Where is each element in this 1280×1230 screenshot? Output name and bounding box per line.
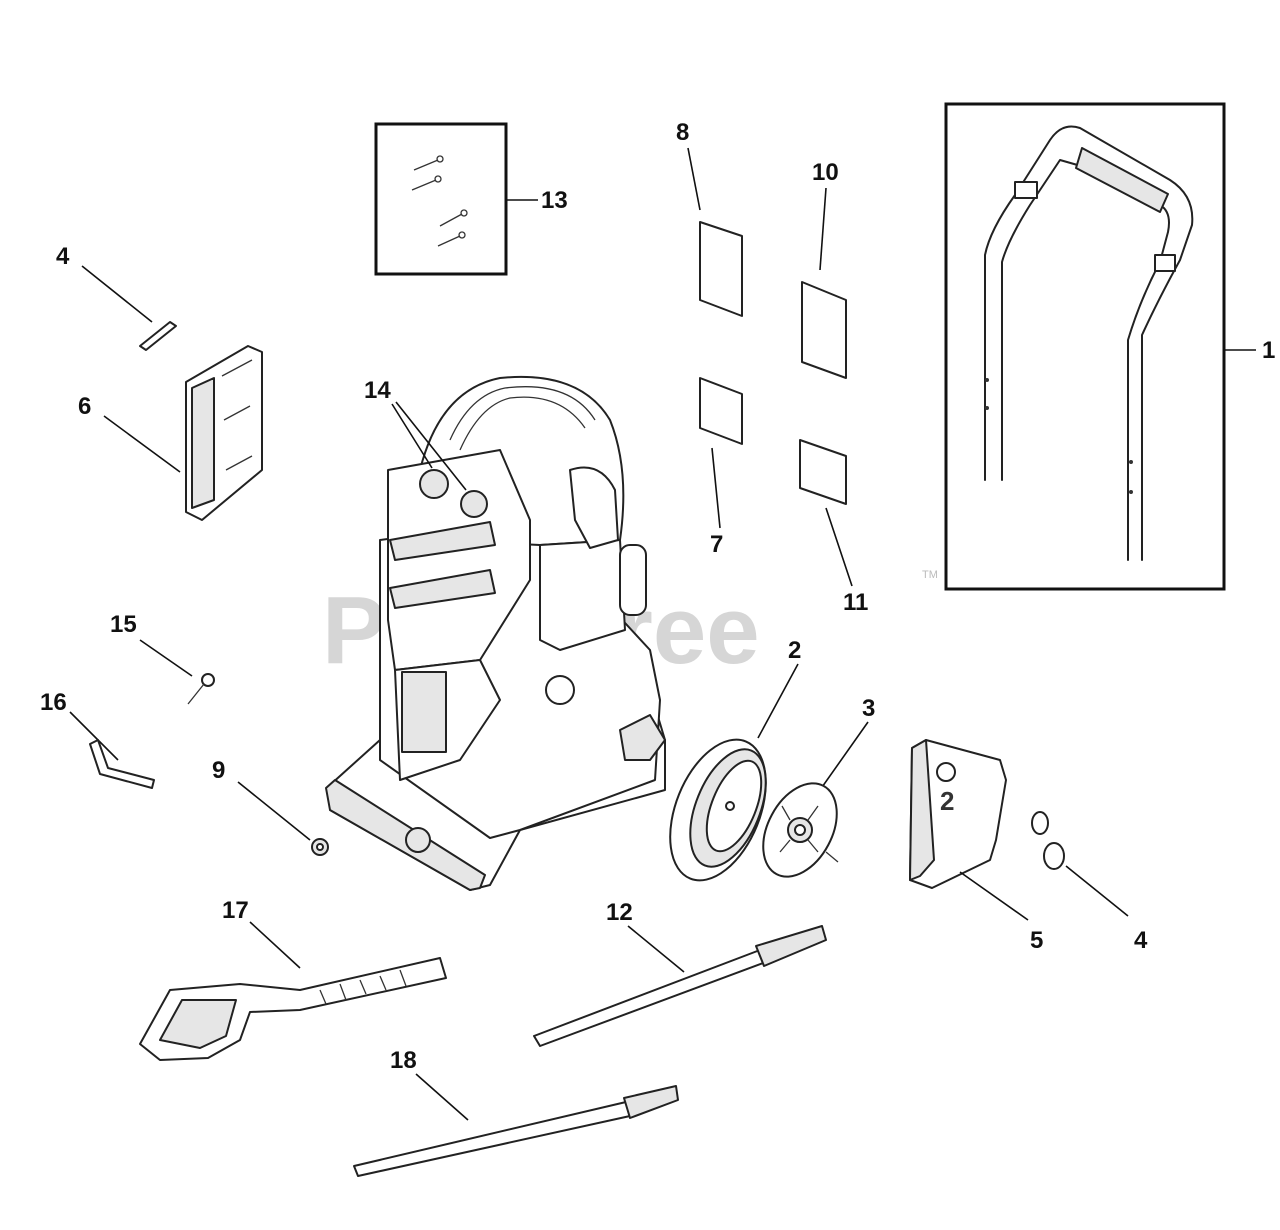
unit-side-frame [539, 539, 626, 651]
part-5-detergent-tank[interactable]: 2 5 [909, 739, 1043, 954]
part-17-spray-gun[interactable]: 17 [139, 897, 447, 1061]
unit-side-boss [545, 675, 575, 705]
callout-9: 9 [212, 757, 225, 784]
pin-kit-box [374, 122, 508, 276]
part-7-decal[interactable]: 7 [699, 377, 743, 558]
callout-18: 18 [390, 1047, 417, 1074]
pressure-knob-right [460, 490, 488, 518]
pressure-knob-left [419, 469, 449, 499]
part-2-wheel[interactable]: 2 [651, 637, 801, 894]
part-1-handle[interactable]: 1 [944, 102, 1275, 591]
extension-nozzle [623, 1085, 679, 1119]
callout-4b: 4 [1134, 927, 1148, 954]
callout-16: 16 [40, 689, 67, 716]
callout-15: 15 [110, 611, 137, 638]
part-15-pin[interactable]: 15 [110, 611, 215, 705]
handle-box [944, 102, 1226, 591]
main-unit-body[interactable] [325, 375, 666, 891]
callout-3: 3 [862, 695, 875, 722]
callout-5: 5 [1030, 927, 1043, 954]
part-4-clip-top[interactable]: 4 [56, 243, 177, 351]
part-9-nut[interactable]: 9 [212, 757, 329, 856]
part-10-decal[interactable]: 10 [801, 159, 847, 379]
handle-grip [1075, 147, 1169, 213]
handle-clip-right [1154, 254, 1176, 272]
part-18-extension-wand[interactable]: 18 [353, 1047, 679, 1177]
unit-window [401, 671, 447, 753]
callout-2: 2 [788, 637, 801, 664]
part-11-decal[interactable]: 11 [799, 439, 868, 616]
unit-base-rail [325, 779, 486, 891]
part-14-knobs[interactable]: 14 [364, 377, 467, 491]
part-3-hubcap[interactable]: 3 [748, 695, 875, 889]
callout-4a: 4 [56, 243, 70, 270]
callout-13: 13 [541, 187, 568, 214]
tank-mark: 2 [940, 786, 954, 816]
unit-base-fitting [405, 827, 431, 853]
extension-tube [353, 1101, 631, 1177]
callout-1: 1 [1262, 337, 1275, 364]
callout-10: 10 [812, 159, 839, 186]
part-12-wand[interactable]: 12 [533, 899, 827, 1047]
callout-12: 12 [606, 899, 633, 926]
wand-tube [533, 949, 767, 1047]
unit-front-panel [387, 449, 531, 671]
handle-frame-inner [1001, 159, 1170, 561]
gun-grip [159, 999, 237, 1049]
callout-8: 8 [676, 119, 689, 146]
callout-7: 7 [710, 531, 723, 558]
watermark-trademark: TM [922, 569, 938, 581]
callout-14: 14 [364, 377, 391, 404]
part-6-bracket[interactable]: 6 [78, 345, 263, 521]
unit-vent-upper [389, 521, 496, 561]
part-8-decal[interactable]: 8 [676, 119, 743, 317]
part-4-orings[interactable]: 4 [1031, 811, 1148, 954]
part-13-pin-kit[interactable]: 13 [374, 122, 568, 276]
reel-crank-hub [569, 466, 619, 549]
handle-clip-left [1014, 181, 1038, 199]
callout-11: 11 [843, 589, 868, 616]
part-16-hex-key[interactable]: 16 [40, 689, 155, 789]
tank-side [909, 739, 935, 881]
axle-mount [619, 714, 666, 761]
callout-17: 17 [222, 897, 249, 924]
unit-vent-lower [389, 569, 496, 609]
hose-holder [619, 544, 647, 616]
wand-nozzle [755, 925, 827, 967]
callout-6: 6 [78, 393, 91, 420]
